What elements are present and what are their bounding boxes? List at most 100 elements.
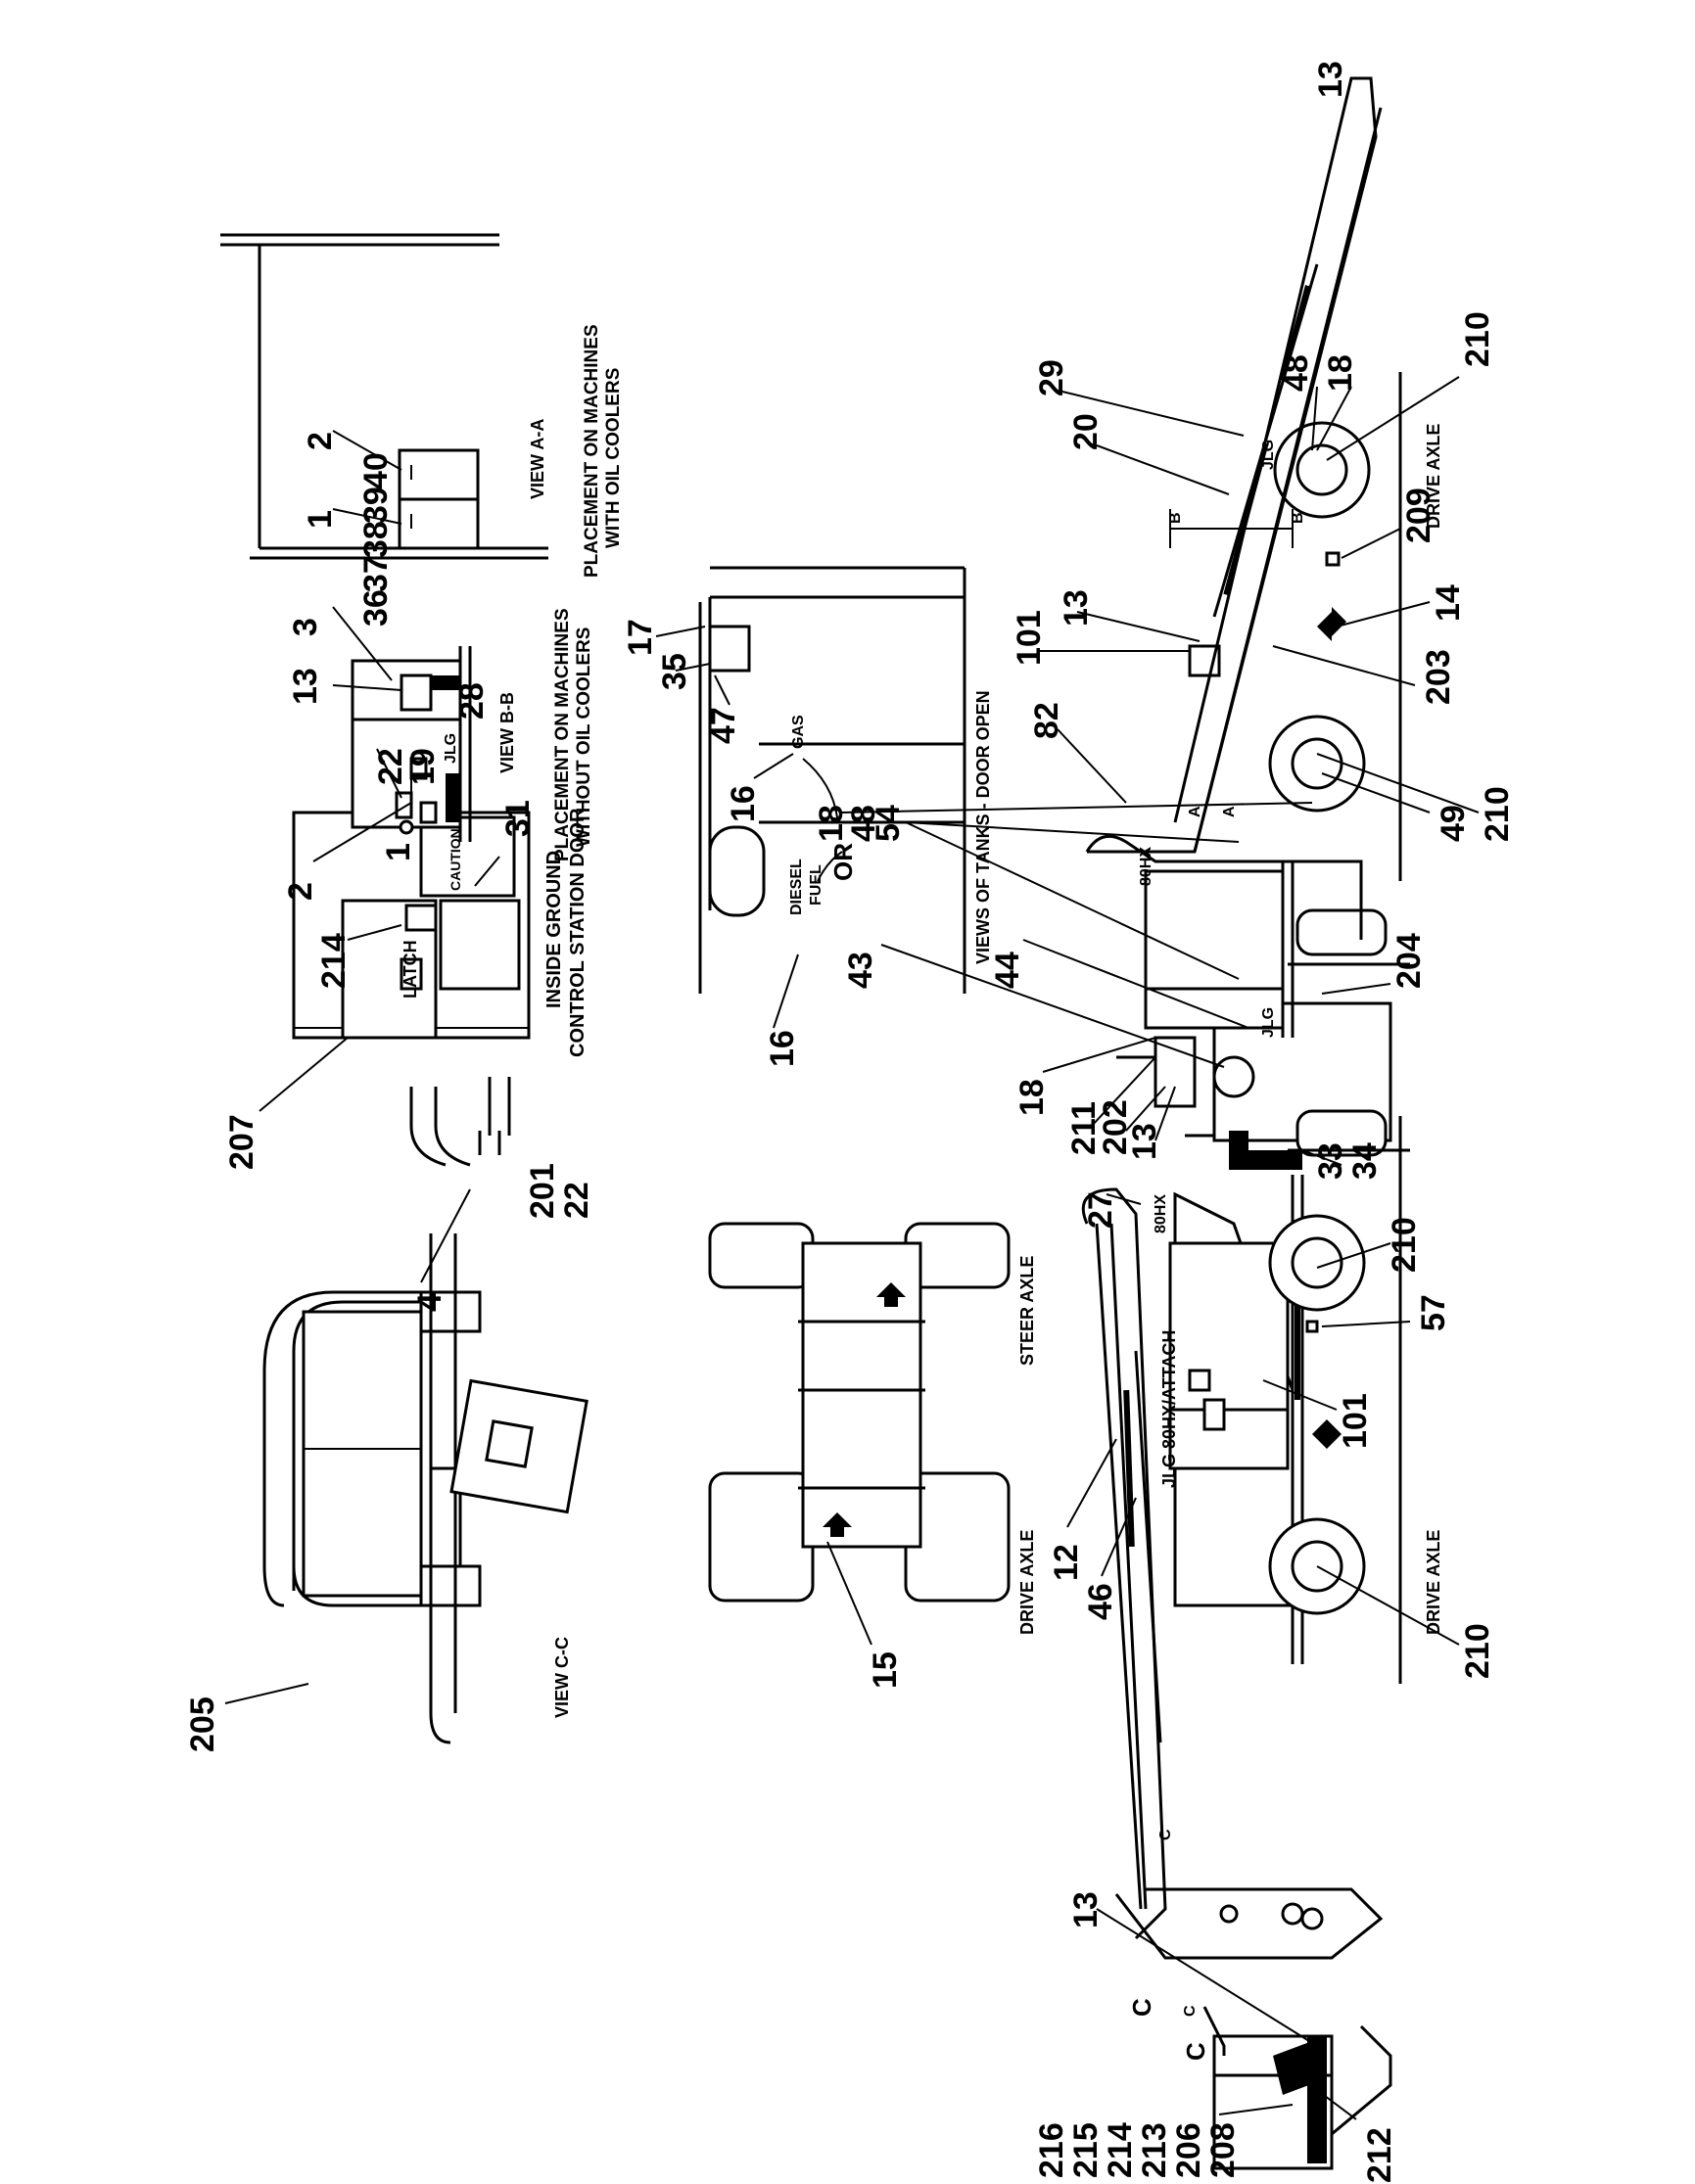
callout-19: 19 xyxy=(404,748,442,785)
callout-210-bottom: 210 xyxy=(1459,1623,1496,1679)
callout-22: 22 xyxy=(558,1182,595,1219)
callout-16-diesel: 16 xyxy=(764,1030,801,1067)
placement-without-label-1: PLACEMENT ON MACHINES xyxy=(552,608,573,861)
callout-57: 57 xyxy=(1415,1294,1452,1331)
view-aa-label: VIEW A-A xyxy=(528,419,547,499)
model-80hx-label-right: 80HX xyxy=(1138,847,1154,886)
callout-4: 4 xyxy=(411,1293,448,1312)
callout-207: 207 xyxy=(223,1114,260,1170)
callout-13-right: 13 xyxy=(1058,589,1095,627)
callout-1-bb: 1 xyxy=(380,843,417,861)
tanks-view-drawing xyxy=(698,566,966,994)
callout-204: 204 xyxy=(1390,933,1428,989)
callout-37: 37 xyxy=(357,555,395,592)
model-80hx-label: 80HX xyxy=(1153,1194,1169,1233)
section-a-label-2: A xyxy=(1221,806,1238,817)
callout-12: 12 xyxy=(1048,1544,1085,1581)
callout-14: 14 xyxy=(1430,584,1467,622)
callout-210-top: 210 xyxy=(1459,311,1496,367)
callout-2-aa: 2 xyxy=(302,432,339,450)
middle-brand-label: JLG xyxy=(1260,1007,1277,1038)
callout-82: 82 xyxy=(1028,702,1065,739)
callout-48-mid: 48 xyxy=(845,805,882,842)
callout-205: 205 xyxy=(184,1696,221,1752)
callout-13-mid: 13 xyxy=(1126,1123,1163,1160)
callout-29: 29 xyxy=(1033,359,1070,396)
callout-22-bb: 22 xyxy=(372,748,409,785)
callout-212: 212 xyxy=(1361,2127,1398,2183)
callout-48-right: 48 xyxy=(1278,354,1315,392)
callout-44: 44 xyxy=(989,952,1026,989)
boom-brand-label: JLG 80HX/ATTACH xyxy=(1159,1330,1179,1488)
inside-ground-label-2: CONTROL STATION DOOR xyxy=(567,808,589,1057)
view-bb-label: VIEW B-B xyxy=(497,692,517,773)
view-aa-drawing xyxy=(220,233,548,560)
section-b-label-2: B xyxy=(1290,512,1306,524)
callout-210-left: 210 xyxy=(1386,1217,1423,1273)
section-c-label-1: C xyxy=(1157,1829,1174,1840)
section-a-label-1: A xyxy=(1187,806,1203,817)
placement-with-label-2: WITH OIL COOLERS xyxy=(603,368,624,548)
callout-210-right: 210 xyxy=(1479,786,1516,842)
placement-without-label-2: WITHOUT OIL COOLERS xyxy=(574,627,594,847)
callout-c1: C xyxy=(1127,1998,1156,2017)
callout-28: 28 xyxy=(453,682,491,720)
view-cc-drawing xyxy=(262,1077,589,1744)
callout-27: 27 xyxy=(1082,1191,1119,1229)
callout-18-mid: 18 xyxy=(1013,1079,1051,1116)
gas-label: GAS xyxy=(790,715,807,749)
callout-101-right: 101 xyxy=(1011,610,1048,666)
drive-axle-label-top: DRIVE AXLE xyxy=(1017,1530,1037,1635)
section-c-label-2: C xyxy=(1182,2005,1199,2017)
callout-206: 206 xyxy=(1170,2122,1207,2178)
callout-208: 208 xyxy=(1204,2122,1242,2178)
callout-215: 215 xyxy=(1067,2122,1105,2178)
callout-211: 211 xyxy=(1065,1101,1103,1155)
callout-213: 213 xyxy=(1136,2122,1173,2178)
callout-18-top: 18 xyxy=(1322,354,1359,392)
callout-216: 216 xyxy=(1033,2122,1070,2178)
callout-214-platform: 214 xyxy=(1102,2122,1139,2178)
callout-214: 214 xyxy=(315,933,353,989)
callout-15: 15 xyxy=(867,1651,904,1689)
callout-1-aa: 1 xyxy=(302,510,339,529)
callout-20: 20 xyxy=(1067,413,1105,450)
chassis-top-view-drawing xyxy=(708,1222,1011,1603)
steer-axle-label: STEER AXLE xyxy=(1017,1256,1037,1366)
callout-47: 47 xyxy=(705,707,742,744)
or-label: OR xyxy=(828,843,858,881)
callout-13-bb: 13 xyxy=(287,668,324,705)
drive-axle-label-right: DRIVE AXLE xyxy=(1424,424,1443,529)
callout-13-top: 13 xyxy=(1312,61,1349,98)
callout-3: 3 xyxy=(287,618,324,636)
callout-101-left: 101 xyxy=(1337,1393,1374,1449)
callout-201: 201 xyxy=(524,1163,561,1219)
fuel-label: FUEL xyxy=(808,864,824,906)
latch-label: LATCH xyxy=(400,940,420,999)
callout-209: 209 xyxy=(1400,488,1437,543)
callout-16-gas: 16 xyxy=(725,785,762,822)
callout-46: 46 xyxy=(1082,1583,1119,1620)
callout-49: 49 xyxy=(1435,805,1472,842)
callout-203: 203 xyxy=(1420,649,1457,705)
caution-label: CAUTION xyxy=(447,828,463,891)
callout-31: 31 xyxy=(499,800,537,837)
callout-35: 35 xyxy=(656,653,693,690)
drive-axle-label-bottom: DRIVE AXLE xyxy=(1424,1530,1443,1635)
callout-40: 40 xyxy=(357,452,395,489)
callout-c2: C xyxy=(1181,2042,1210,2061)
callout-17: 17 xyxy=(622,619,659,656)
inside-ground-label-1: INSIDE GROUND xyxy=(543,851,565,1008)
placement-with-label-1: PLACEMENT ON MACHINES xyxy=(582,324,602,578)
callout-2-bb: 2 xyxy=(282,882,319,901)
callout-18-right: 18 xyxy=(813,805,850,842)
callout-36: 36 xyxy=(357,589,395,627)
diesel-label: DIESEL xyxy=(788,859,805,915)
callout-34: 34 xyxy=(1346,1142,1384,1180)
view-cc-label: VIEW C-C xyxy=(552,1637,572,1718)
top-boom-brand-label: JLG xyxy=(1260,440,1277,470)
view-bb-brand: JLG xyxy=(443,733,459,764)
callout-43: 43 xyxy=(842,952,879,989)
callout-38: 38 xyxy=(357,521,395,558)
